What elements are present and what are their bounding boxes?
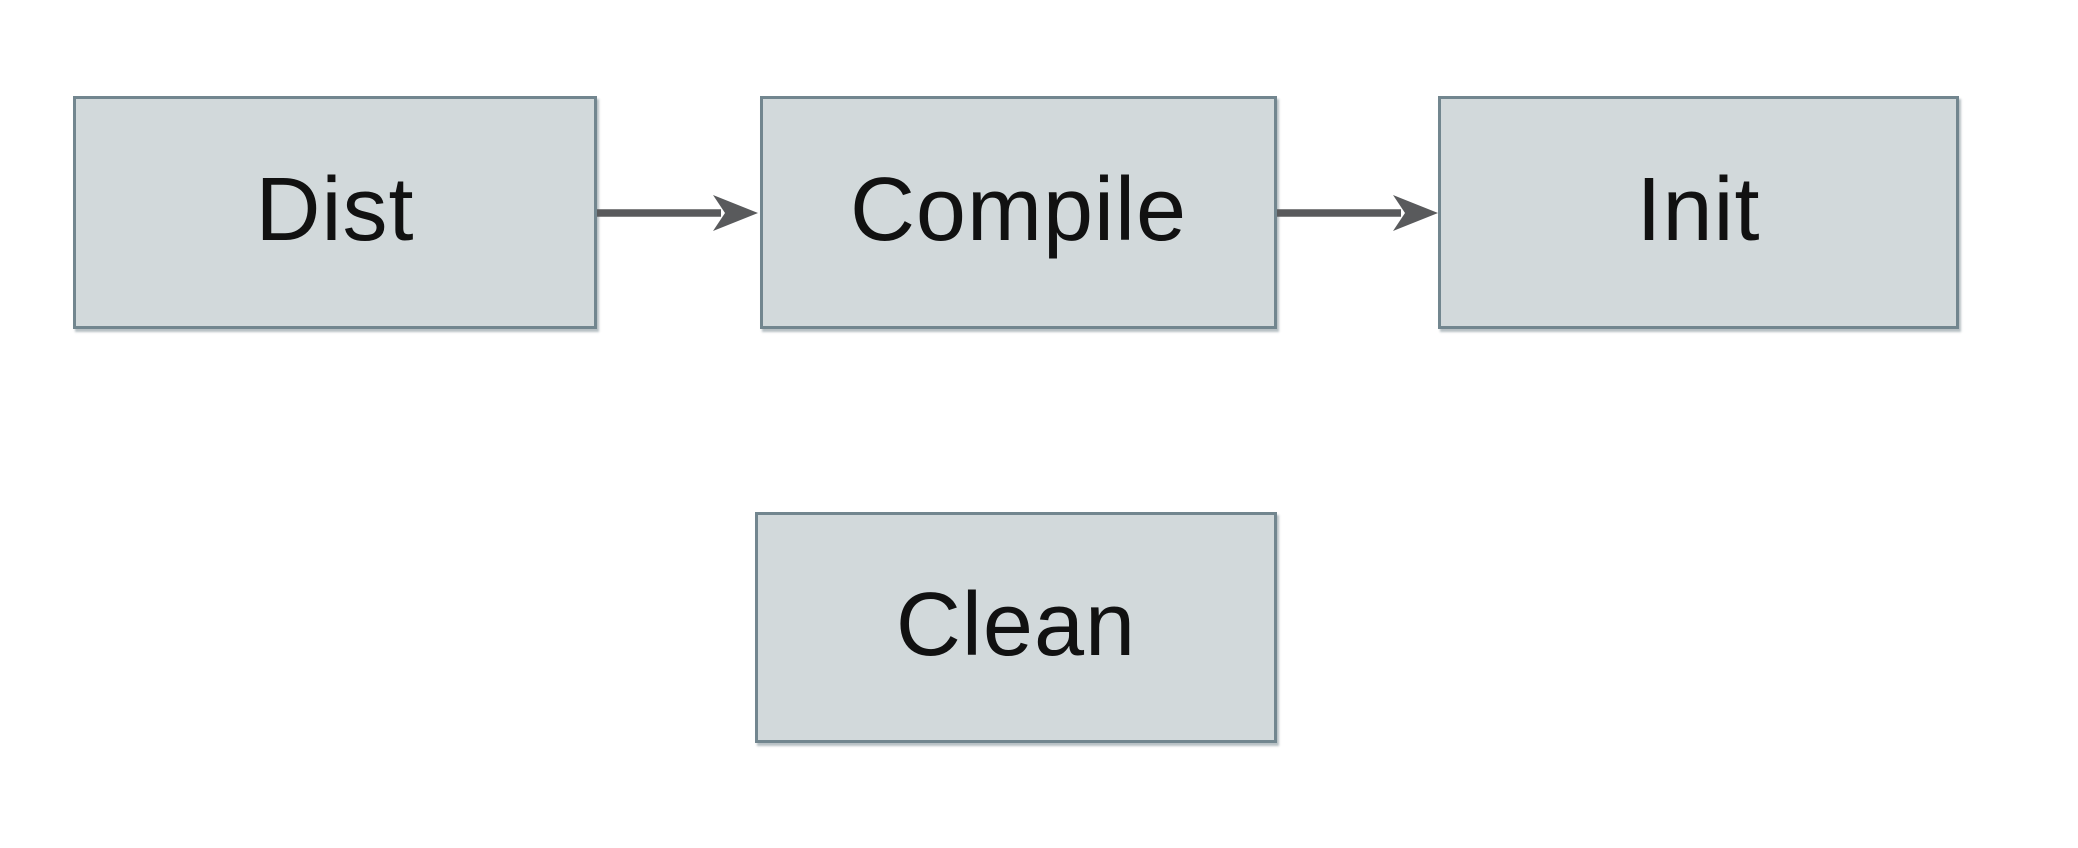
arrow-dist-to-compile[interactable] xyxy=(597,193,758,233)
node-compile-label: Compile xyxy=(849,159,1188,260)
node-compile[interactable]: Compile xyxy=(760,96,1277,329)
node-dist[interactable]: Dist xyxy=(73,96,597,329)
arrow-compile-to-init[interactable] xyxy=(1277,193,1438,233)
node-clean-label: Clean xyxy=(895,574,1137,675)
node-dist-label: Dist xyxy=(255,159,415,260)
node-clean[interactable]: Clean xyxy=(755,512,1277,743)
arrowhead-right-icon xyxy=(713,195,758,231)
node-init-label: Init xyxy=(1636,159,1761,260)
node-init[interactable]: Init xyxy=(1438,96,1959,329)
arrowhead-right-icon xyxy=(1393,195,1438,231)
